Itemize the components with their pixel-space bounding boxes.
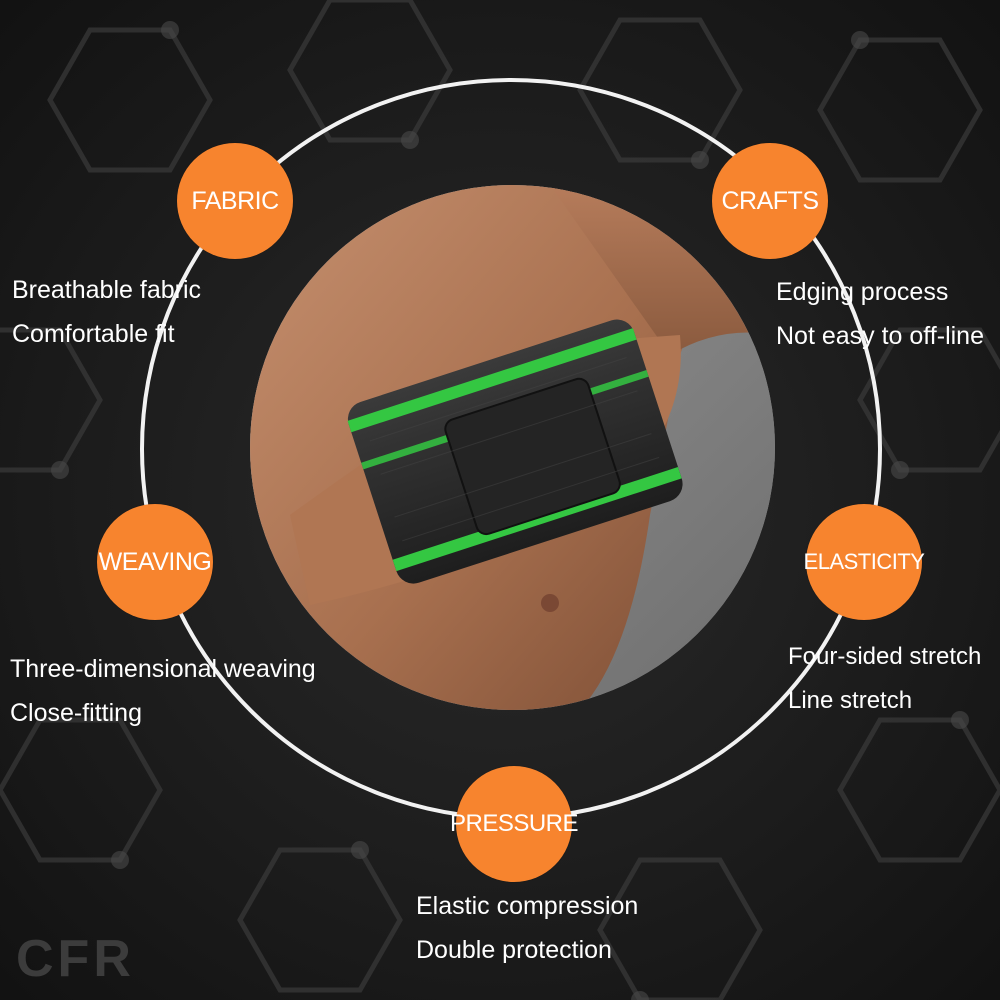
weaving-line-1: Three-dimensional weaving — [10, 655, 316, 683]
pressure-line-2: Double protection — [416, 936, 612, 964]
pressure-description: Elastic compression Double protection — [416, 884, 638, 972]
crafts-description: Edging process Not easy to off-line — [776, 270, 984, 358]
elasticity-line-2: Line stretch — [788, 687, 913, 714]
fabric-description: Breathable fabric Comfortable fit — [12, 268, 201, 356]
crafts-badge: CRAFTS — [712, 143, 828, 259]
crafts-line-1: Edging process — [776, 278, 949, 306]
weaving-line-2: Close-fitting — [10, 699, 142, 727]
fabric-badge: FABRIC — [177, 143, 293, 259]
pressure-badge: PRESSURE — [450, 766, 579, 882]
wrist-brace-illustration: CFR — [250, 185, 775, 710]
elasticity-description: Four-sided stretch Line stretch — [788, 635, 981, 723]
logo-text: CFR — [16, 930, 135, 986]
weaving-badge: WEAVING — [97, 504, 213, 620]
fabric-line-2: Comfortable fit — [12, 320, 175, 348]
elasticity-badge: ELASTICITY — [804, 504, 925, 620]
fabric-line-1: Breathable fabric — [12, 276, 202, 304]
product-photo: CFR — [250, 185, 775, 710]
pressure-line-1: Elastic compression — [416, 892, 639, 920]
crafts-line-2: Not easy to off-line — [776, 322, 984, 350]
elasticity-line-1: Four-sided stretch — [788, 643, 982, 670]
cfr-logo: CFR — [16, 930, 135, 986]
weaving-description: Three-dimensional weaving Close-fitting — [10, 647, 316, 735]
